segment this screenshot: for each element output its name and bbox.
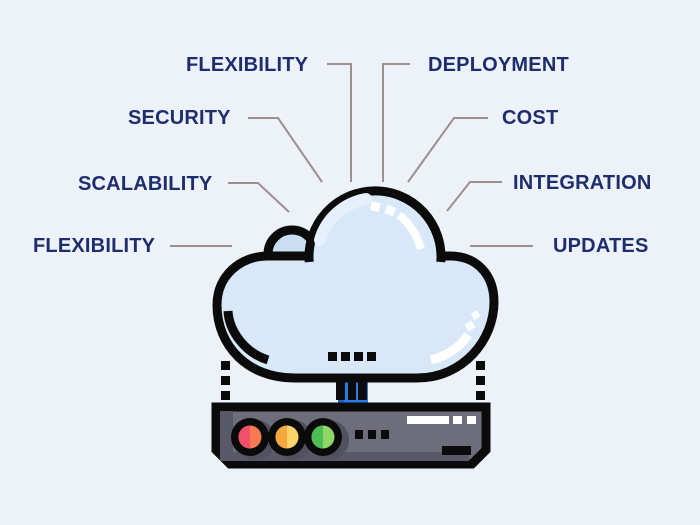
server-dots [355, 430, 389, 439]
server-led-green [304, 418, 342, 456]
cloud-inner-arc [223, 310, 270, 365]
connector-line-flexibility-top [327, 63, 352, 182]
cloud-highlight-top [369, 201, 425, 251]
server-led-red [231, 418, 269, 456]
cloud-icon [212, 186, 499, 383]
label-security: SECURITY [128, 107, 231, 129]
label-updates: UPDATES [553, 235, 649, 257]
label-integration: INTEGRATION [513, 172, 652, 194]
cloud-highlight-bottom [429, 310, 481, 365]
connector-line-security [248, 117, 323, 183]
server-led-amber [268, 418, 306, 456]
connector-line-scalability [228, 182, 290, 213]
cloud-light-band [314, 193, 372, 246]
cloud-dots [328, 352, 376, 361]
dotted-link-right [476, 361, 485, 400]
connector-line-cost [407, 117, 488, 183]
label-flexibility-top: FLEXIBILITY [186, 54, 309, 76]
connector-line-integration [446, 181, 502, 212]
label-cost: COST [502, 107, 559, 129]
server-icon [211, 402, 491, 469]
connector-lines [170, 63, 533, 247]
label-flexibility-bottom: FLEXIBILITY [33, 235, 156, 257]
cloud-body [212, 251, 499, 383]
dotted-link-left [221, 361, 230, 400]
label-scalability: SCALABILITY [78, 173, 213, 195]
label-deployment: DEPLOYMENT [428, 54, 569, 76]
server-vents [407, 416, 476, 455]
connector-line-deployment [382, 63, 410, 182]
server-inner-shadow [220, 411, 469, 461]
